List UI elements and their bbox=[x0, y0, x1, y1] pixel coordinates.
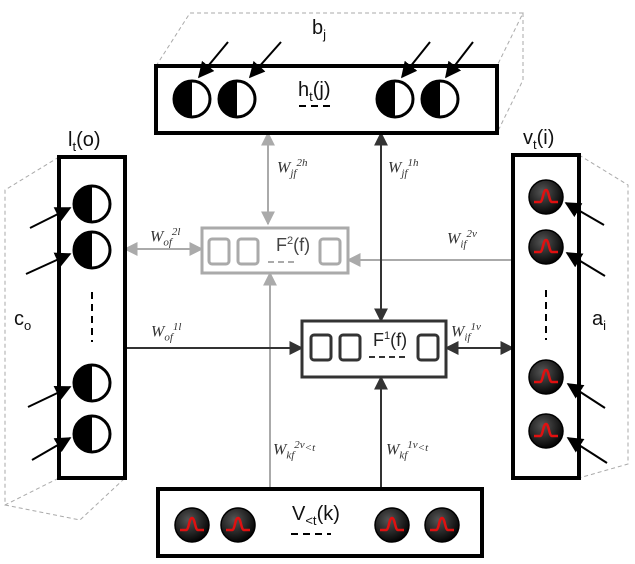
weight-of-2l: Wof2l bbox=[150, 226, 181, 249]
top-3d-outline bbox=[155, 12, 524, 134]
left-unit-3-icon bbox=[72, 363, 112, 403]
top-input-arrows bbox=[197, 41, 474, 79]
right-unit-2-icon bbox=[527, 228, 565, 266]
bottom-unit-2-icon bbox=[219, 506, 257, 544]
f1-label: F1(f) bbox=[373, 330, 408, 350]
left-unit-4-icon bbox=[72, 414, 112, 454]
top-unit-3-icon bbox=[375, 79, 415, 119]
left-input-arrows bbox=[25, 207, 72, 461]
weight-kf-1v: Wkf1v<t bbox=[386, 439, 429, 462]
f2-label: F2(f) bbox=[276, 235, 311, 255]
right-unit-4-icon bbox=[527, 412, 565, 450]
bottom-unit-1-icon bbox=[173, 506, 211, 544]
bottom-unit-3-icon bbox=[373, 506, 411, 544]
bottom-layer-label: V<t(k) bbox=[292, 503, 340, 528]
weight-if-1v: Wif1v bbox=[451, 321, 481, 344]
right-3d-outline bbox=[578, 154, 629, 479]
right-input-arrows bbox=[564, 202, 608, 464]
top-unit-4-icon bbox=[420, 79, 460, 119]
weight-jf-2h: Wjf2h bbox=[277, 157, 308, 180]
left-unit-1-icon bbox=[72, 184, 112, 224]
f1-cell-2 bbox=[338, 333, 362, 362]
bottom-unit-4-icon bbox=[423, 506, 461, 544]
right-layer-label: vt(i) bbox=[523, 127, 555, 152]
weight-jf-1h: Wjf1h bbox=[388, 157, 419, 180]
f1-cell-1 bbox=[309, 333, 333, 362]
right-unit-1-icon bbox=[527, 178, 565, 216]
f1-cell-3 bbox=[416, 333, 440, 362]
right-bias-label: ai bbox=[592, 308, 607, 333]
weight-if-2v: Wif2v bbox=[447, 228, 477, 251]
f2-cell-2 bbox=[236, 237, 260, 266]
left-layer-label: lt(o) bbox=[68, 129, 101, 154]
weight-kf-2v: Wkf2v<t bbox=[273, 439, 316, 462]
weight-of-1l: Wof1l bbox=[151, 321, 182, 344]
top-unit-2-icon bbox=[217, 79, 257, 119]
left-unit-2-icon bbox=[72, 230, 112, 270]
top-bias-label: bj bbox=[312, 17, 327, 42]
f2-cell-1 bbox=[207, 237, 231, 266]
left-bias-label: co bbox=[14, 308, 32, 333]
top-unit-1-icon bbox=[172, 79, 212, 119]
top-layer-label: ht(j) bbox=[298, 79, 331, 104]
f2-cell-3 bbox=[318, 237, 342, 266]
right-unit-3-icon bbox=[527, 358, 565, 396]
left-3d-outline bbox=[4, 156, 126, 521]
